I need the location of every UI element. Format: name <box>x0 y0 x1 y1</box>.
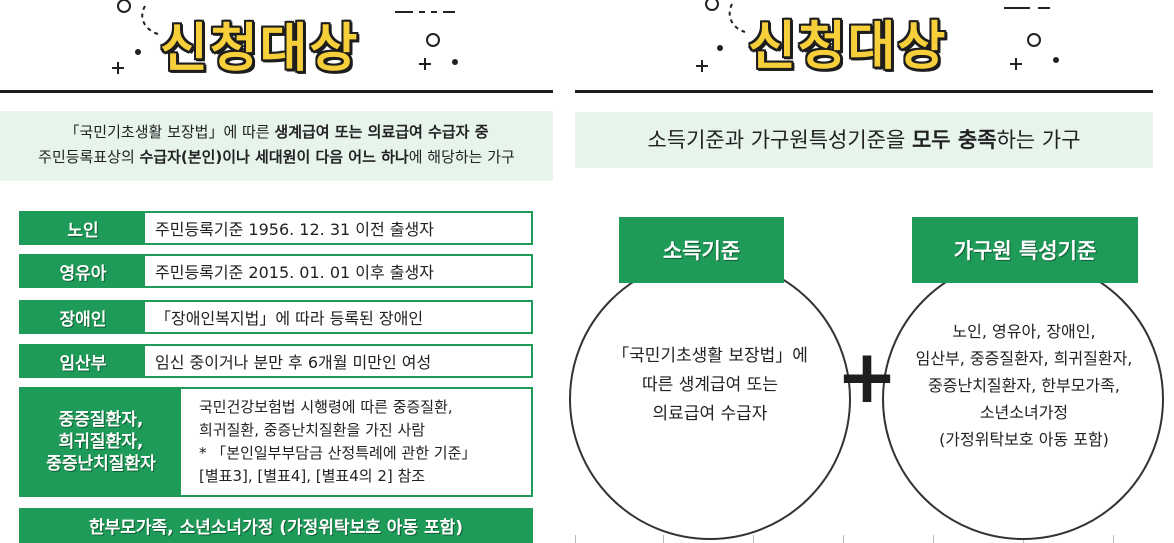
left-info-line-2: 주민등록표상의 수급자(본인)이나 세대원이 다음 어느 하나에 해당하는 가구 <box>0 145 553 170</box>
plus-icon: + <box>836 334 899 420</box>
info-text: 주민등록표상의 <box>38 148 140 166</box>
info-text: 하는 가구 <box>996 128 1081 152</box>
household-circle <box>882 258 1164 540</box>
right-divider <box>575 90 1153 93</box>
label-line: 중증질환자, <box>58 410 144 430</box>
label-line: 희귀질환자, <box>58 432 144 452</box>
left-title: 신청대상 <box>160 19 360 79</box>
table-row-pregnant: 임산부 임신 중이거나 분만 후 6개월 미만인 여성 <box>19 344 533 378</box>
info-bold: 수급자(본인)이나 세대원이 다음 어느 하나 <box>139 148 409 166</box>
row-label: 장애인 <box>21 302 145 332</box>
text-line: 임산부, 중증질환자, 희귀질환자, <box>915 349 1133 368</box>
text-line: [별표3], [별표4], [별표4의 2] 참조 <box>199 467 426 485</box>
household-label-box: 가구원 특성기준 <box>912 217 1138 283</box>
text-line: 국민건강보험법 시행령에 따른 중증질환, <box>199 398 453 416</box>
info-text: 에 해당하는 가구 <box>408 148 515 166</box>
right-info-box: 소득기준과 가구원특성기준을 모두 충족하는 가구 <box>575 112 1153 168</box>
text-line: 의료급여 수급자 <box>652 404 768 424</box>
text-line: 「국민기초생활 보장법」에 <box>612 346 808 366</box>
label-line: 중증난치질환자 <box>46 454 156 474</box>
left-deco-sparkles-right-icon <box>395 11 458 70</box>
text-line: 따른 생계급여 또는 <box>642 375 778 395</box>
left-deco-sparkles-icon <box>112 0 159 74</box>
text-line: * 「본인일부부담금 산정특례에 관한 기준」 <box>199 444 477 462</box>
row-label: 임산부 <box>21 346 145 376</box>
table-row-single-parent: 한부모가족, 소년소녀가정 (가정위탁보호 아동 포함) <box>19 508 533 543</box>
household-text: 노인, 영유아, 장애인, 임산부, 중증질환자, 희귀질환자, 중증난치질환자… <box>888 318 1160 453</box>
bottom-ticks <box>575 535 1174 543</box>
row-label: 노인 <box>21 213 145 243</box>
row-text-disease: 국민건강보험법 시행령에 따른 중증질환, 희귀질환, 중증난치질환을 가진 사… <box>199 396 476 488</box>
left-divider <box>0 90 553 93</box>
income-circle <box>569 258 851 540</box>
table-row-disabled: 장애인 「장애인복지법」에 따라 등록된 장애인 <box>19 300 533 334</box>
table-row-disease: 중증질환자, 희귀질환자, 중증난치질환자 국민건강보험법 시행령에 따른 중증… <box>19 387 533 497</box>
text-line: (가정위탁보호 아동 포함) <box>939 430 1109 449</box>
table-row-infant: 영유아 주민등록기준 2015. 01. 01 이후 출생자 <box>19 254 533 288</box>
left-info-box: 「국민기초생활 보장법」에 따른 생계급여 또는 의료급여 수급자 중 주민등록… <box>0 111 553 181</box>
right-deco-sparkles-right-icon <box>1004 7 1059 70</box>
text-line: 노인, 영유아, 장애인, <box>952 322 1096 341</box>
row-text: 임신 중이거나 분만 후 6개월 미만인 여성 <box>155 353 432 372</box>
row-text: 주민등록기준 1956. 12. 31 이전 출생자 <box>155 220 434 239</box>
info-text: 소득기준과 가구원특성기준을 <box>647 128 912 152</box>
text-line: 소년소녀가정 <box>979 403 1069 422</box>
text-line: 희귀질환, 중증난치질환을 가진 사람 <box>199 421 426 439</box>
row-text: 「장애인복지법」에 따라 등록된 장애인 <box>155 309 424 328</box>
info-bold: 모두 충족 <box>911 128 997 152</box>
income-text: 「국민기초생활 보장법」에 따른 생계급여 또는 의료급여 수급자 <box>583 342 837 429</box>
income-label-box: 소득기준 <box>619 217 784 283</box>
row-label: 영유아 <box>21 256 145 286</box>
right-deco-sparkles-icon <box>696 0 746 72</box>
row-text: 주민등록기준 2015. 01. 01 이후 출생자 <box>155 263 434 282</box>
info-bold: 생계급여 또는 의료급여 수급자 중 <box>274 123 489 141</box>
left-info-line-1: 「국민기초생활 보장법」에 따른 생계급여 또는 의료급여 수급자 중 <box>0 120 553 145</box>
text-line: 중증난치질환자, 한부모가족, <box>928 376 1120 395</box>
row-label-disease: 중증질환자, 희귀질환자, 중증난치질환자 <box>21 389 181 495</box>
right-title: 신청대상 <box>748 17 948 77</box>
info-text: 「국민기초생활 보장법」에 따른 <box>64 123 275 141</box>
table-row-elderly: 노인 주민등록기준 1956. 12. 31 이전 출생자 <box>19 211 533 245</box>
